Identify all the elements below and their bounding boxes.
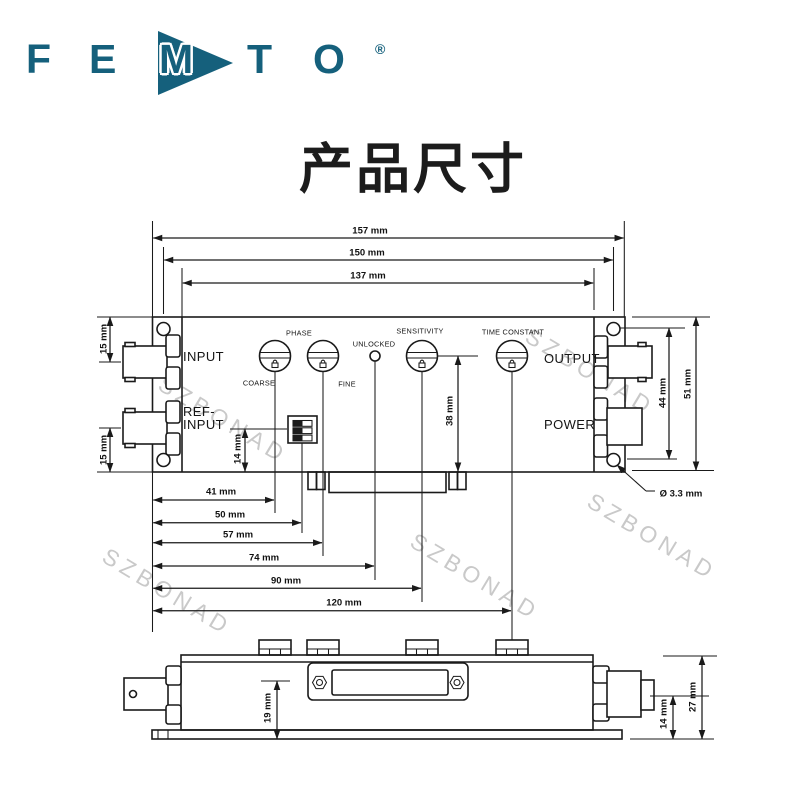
dim-time-constant-position-label: 120 mm bbox=[326, 597, 362, 609]
dim-sensitivity-position-label: 90 mm bbox=[270, 575, 302, 587]
logo-letter-f: F bbox=[26, 36, 52, 82]
femto-logo: F E M T O ® bbox=[0, 0, 420, 110]
logo-letter-e: E bbox=[89, 36, 117, 82]
dim-fine-position-label: 57 mm bbox=[222, 529, 254, 541]
mounting-hole bbox=[156, 452, 171, 468]
sensitivity-knob bbox=[405, 339, 439, 373]
phase-fine-knob bbox=[306, 339, 340, 373]
dsub-connector-side bbox=[307, 662, 469, 701]
top-view-drawing bbox=[97, 221, 714, 640]
fine-label: FINE bbox=[338, 379, 356, 389]
dim-body-height-label: 27 mm bbox=[687, 681, 699, 713]
dim-knob-depth-label: 38 mm bbox=[444, 395, 456, 427]
page-title: 产品尺寸 bbox=[299, 139, 527, 200]
registered-trademark-icon: ® bbox=[375, 41, 386, 57]
dim-ref-offset-label: 15 mm bbox=[98, 434, 110, 466]
phase-coarse-knob bbox=[258, 339, 292, 373]
knob-shaft bbox=[306, 639, 340, 656]
dim-dip-depth-label: 14 mm bbox=[232, 433, 244, 465]
power-connector-side bbox=[592, 665, 655, 722]
side-view-drawing bbox=[123, 639, 717, 740]
phase-label: PHASE bbox=[286, 328, 312, 338]
dim-flange-height-label: 51 mm bbox=[682, 368, 694, 400]
power-connector bbox=[593, 397, 643, 458]
dim-hole-diameter-label: Ø 3.3 mm bbox=[659, 488, 703, 500]
mounting-hole bbox=[156, 321, 171, 337]
ref-input-label-line1: REF- bbox=[183, 404, 215, 419]
dip-switch bbox=[287, 415, 318, 444]
output-bnc-connector bbox=[593, 335, 653, 389]
dim-dsub-height-label: 19 mm bbox=[262, 692, 274, 724]
dim-unlocked-position-label: 74 mm bbox=[248, 552, 280, 564]
mounting-hole bbox=[606, 321, 621, 337]
coarse-label: COARSE bbox=[242, 378, 276, 388]
knob-shaft bbox=[405, 639, 439, 656]
logo-triangle-icon bbox=[158, 31, 233, 95]
input-bnc-connector bbox=[122, 334, 181, 390]
knob-shaft bbox=[495, 639, 529, 656]
ref-input-bnc-connector bbox=[122, 400, 181, 456]
dim-hole-spacing-label: 150 mm bbox=[349, 247, 385, 259]
ref-input-label-line2: INPUT bbox=[183, 417, 224, 432]
dim-connector-height-label: 14 mm bbox=[658, 698, 670, 730]
unlocked-label: UNLOCKED bbox=[352, 339, 396, 349]
time-constant-knob bbox=[495, 339, 529, 373]
unlocked-led bbox=[369, 350, 381, 362]
knob-shaft bbox=[258, 639, 292, 656]
output-label: OUTPUT bbox=[544, 351, 600, 366]
dim-body-width-label: 137 mm bbox=[350, 270, 386, 282]
dsub-connector-top bbox=[307, 471, 467, 494]
logo-letter-o: O bbox=[313, 36, 345, 82]
dim-coarse-position-label: 41 mm bbox=[205, 486, 237, 498]
mounting-hole bbox=[606, 452, 621, 468]
input-label: INPUT bbox=[183, 349, 224, 364]
dim-input-offset-label: 15 mm bbox=[98, 323, 110, 355]
logo-letter-m: M bbox=[159, 36, 194, 82]
time-constant-label: TIME CONSTANT bbox=[481, 327, 545, 337]
dim-dip-position-label: 50 mm bbox=[214, 509, 246, 521]
dim-flange-width-label: 157 mm bbox=[352, 225, 388, 237]
power-label: POWER bbox=[544, 417, 596, 432]
bnc-connector-side bbox=[123, 665, 182, 725]
base-plate bbox=[151, 729, 623, 740]
logo-letter-t: T bbox=[247, 36, 273, 82]
side-body-outline bbox=[180, 654, 594, 731]
dim-hole-span-label: 44 mm bbox=[657, 377, 669, 409]
sensitivity-label: SENSITIVITY bbox=[396, 326, 444, 336]
